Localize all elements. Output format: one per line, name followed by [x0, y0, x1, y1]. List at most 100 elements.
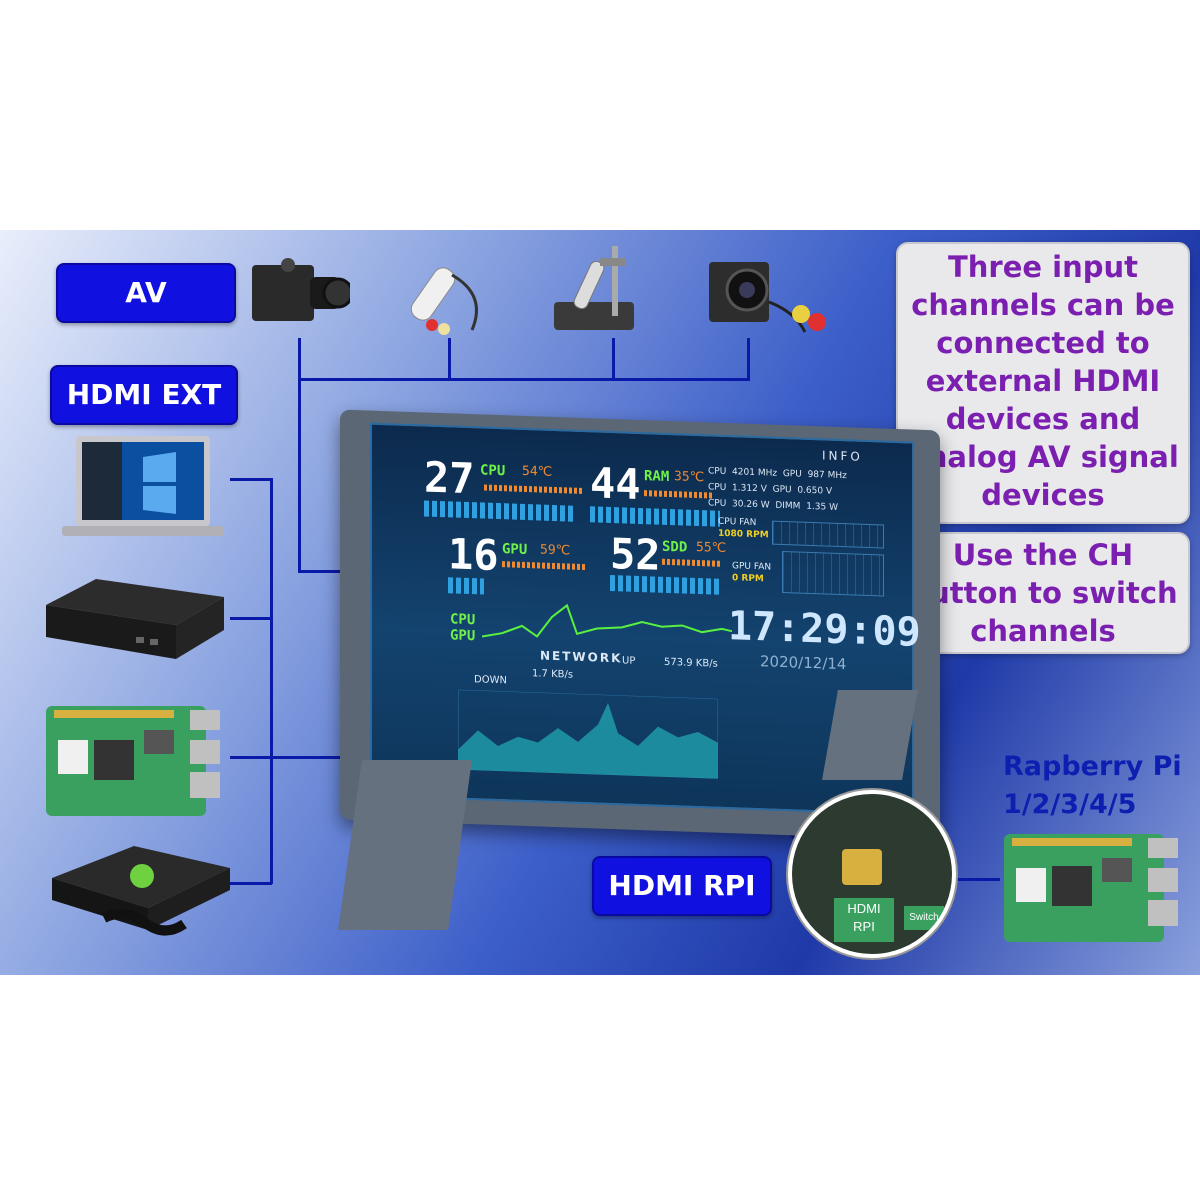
sdd-temp: 55℃: [696, 539, 727, 557]
raspberry-pi-board-icon: [44, 700, 224, 820]
info-line: analog AV signal: [907, 440, 1179, 474]
hdmi-rpi-zoom: HDMI RPI Switch: [788, 790, 956, 958]
hdmi-ext-laptop: [230, 478, 272, 481]
monitor-screen: INFO 27 CPU 54℃ 44 RAM 35℃ 16 GPU 59℃ 52…: [370, 422, 921, 816]
microscope-stand-icon: [552, 240, 662, 335]
info-title: INFO: [822, 448, 863, 464]
gpu-usage-bars: [448, 577, 484, 595]
av-wire-to-monitor: [298, 570, 350, 573]
av-wire-h: [298, 378, 750, 381]
hdmi-ext-tvbox: [230, 617, 272, 620]
info-cell: MHz: [827, 470, 847, 482]
hdmi-port: [842, 849, 882, 885]
cpu-temp: 54℃: [522, 463, 553, 480]
up-label: UP: [622, 655, 636, 667]
info-cell: 1.312: [732, 483, 758, 495]
info-cell: DIMM: [775, 500, 801, 512]
info-line: devices and: [945, 402, 1141, 436]
ch-button-info-box: Use the CH button to switch channels: [896, 532, 1190, 654]
sdd-history-bar: [662, 558, 722, 567]
sdd-value: 52: [610, 528, 661, 580]
cpu-fan-rpm: 1080 RPM: [718, 528, 769, 541]
camera-box-icon: [250, 255, 354, 325]
tv-box-icon: [36, 575, 228, 667]
av-label: AV: [56, 263, 236, 323]
gpu-label: GPU: [502, 541, 528, 559]
down-speed: 1.7 KB/s: [532, 668, 574, 681]
gpu-fan-graph: [782, 550, 884, 597]
graph-gpu-label: GPU: [450, 627, 476, 645]
usb-microscope-icon: [402, 245, 497, 340]
cpu-fan-graph: [772, 520, 884, 549]
input-channels-info-box: Three input channels can be connected to…: [896, 242, 1190, 524]
raspberry-title-line: 1/2/3/4/5: [1003, 789, 1137, 820]
av-drop-3: [612, 338, 615, 380]
info-cell: CPU: [708, 482, 727, 494]
sdd-usage-bars: [610, 574, 720, 595]
info-cell: 4201: [732, 467, 755, 479]
down-label: DOWN: [474, 674, 507, 687]
raspberry-title-line: Rapberry Pi: [1003, 751, 1182, 782]
cpu-gpu-graph: [482, 603, 732, 638]
gpu-value: 16: [448, 529, 499, 581]
av-drop-4: [747, 338, 750, 380]
raspberry-pi-title: Rapberry Pi 1/2/3/4/5: [1003, 748, 1182, 824]
graph-cpu-label: CPU: [450, 611, 476, 629]
info-cell: 30.26: [732, 499, 758, 511]
zoom-to-pi-line: [948, 878, 1000, 881]
date: 2020/12/14: [760, 652, 847, 674]
gpu-fan-label: GPU FAN: [732, 561, 772, 573]
gpu-history-bar: [502, 561, 586, 571]
zoom-switch-label: Switch: [904, 906, 944, 930]
info-cell: 987: [807, 469, 825, 481]
sdd-label: SDD: [662, 538, 688, 556]
info-line: channels can be: [911, 288, 1175, 322]
info-cell: V: [825, 486, 833, 497]
ram-temp: 35℃: [674, 469, 705, 486]
av-drop-2: [448, 338, 451, 380]
zoom-rpi-text: RPI: [853, 919, 875, 934]
info-line: connected to: [936, 326, 1150, 360]
up-speed: 573.9 KB/s: [664, 656, 718, 670]
gpu-fan-rpm: 0 RPM: [732, 573, 764, 585]
info-cell: CPU: [708, 498, 727, 510]
info-line: Use the CH: [952, 538, 1134, 572]
info-row: CPU 1.312 V GPU 0.650 V: [708, 482, 832, 496]
cpu-history-bar: [484, 484, 584, 495]
network-graph: [458, 689, 718, 779]
hdmi-ext-xbox: [230, 882, 272, 885]
zoom-hdmi-label: HDMI RPI: [834, 898, 894, 942]
ram-label: RAM: [644, 468, 670, 486]
av-wire-v: [298, 338, 301, 572]
info-cell: W: [829, 502, 839, 513]
ram-history-bar: [644, 490, 714, 499]
info-line: button to switch: [908, 576, 1178, 610]
gpu-temp: 59℃: [540, 542, 571, 559]
zoom-hdmi-text: HDMI: [847, 901, 881, 916]
cctv-camera-icon: [705, 252, 830, 342]
xbox-console-icon: [44, 838, 234, 946]
laptop-icon: [58, 432, 228, 544]
info-cell: V: [760, 484, 767, 495]
monitor: INFO 27 CPU 54℃ 44 RAM 35℃ 16 GPU 59℃ 52…: [340, 409, 940, 841]
info-cell: W: [760, 500, 770, 511]
info-row: CPU 4201 MHz GPU 987 MHz: [708, 466, 847, 481]
info-cell: 0.650: [797, 485, 824, 497]
monitor-stand-right: [822, 690, 918, 780]
hdmi-ext-label: HDMI EXT: [50, 365, 238, 425]
cpu-label: CPU: [480, 462, 506, 480]
ram-value: 44: [590, 458, 641, 510]
info-line: channels: [970, 614, 1116, 648]
info-line: external HDMI: [925, 364, 1161, 398]
cpu-usage-bars: [424, 500, 574, 522]
hdmi-rpi-label: HDMI RPI: [592, 856, 772, 916]
hdmi-ext-bus: [270, 478, 273, 884]
info-cell: GPU: [772, 484, 792, 496]
ram-usage-bars: [590, 506, 720, 527]
cpu-value: 27: [424, 452, 475, 504]
clock: 17:29:09: [728, 603, 921, 656]
cpu-fan-label: CPU FAN: [718, 516, 757, 529]
info-cell: CPU: [708, 466, 727, 478]
raspberry-pi-right-icon: [1002, 830, 1182, 945]
info-line: devices: [981, 478, 1105, 512]
